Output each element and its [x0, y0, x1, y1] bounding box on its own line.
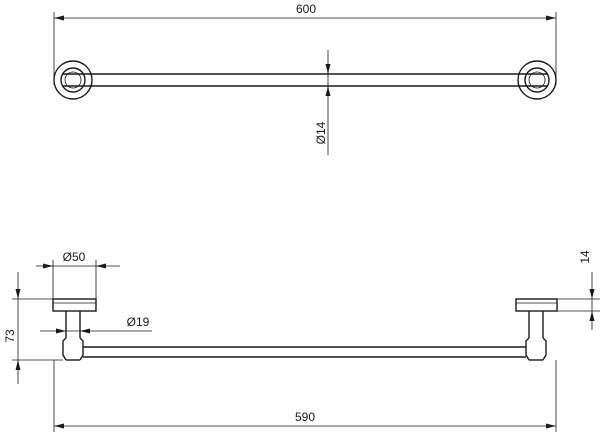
dimension-bar-diameter: Ø14	[314, 50, 331, 155]
label-rose-diameter: Ø50	[63, 250, 86, 264]
label-bar-diameter: Ø14	[314, 121, 328, 144]
left-post	[62, 311, 84, 361]
dimension-rose-diameter: Ø50	[36, 250, 120, 299]
dimension-projection: 73	[3, 272, 63, 384]
dimension-post-diameter: Ø19	[40, 315, 152, 334]
left-rose	[53, 60, 93, 100]
right-wall-rose	[515, 298, 558, 312]
left-wall-rose	[52, 298, 97, 312]
dimension-bar-length: 590	[53, 360, 557, 432]
front-view: Ø50 Ø19 73 14	[3, 250, 600, 432]
label-overall-length: 600	[296, 2, 316, 16]
label-projection: 73	[3, 329, 17, 343]
dimension-overall-length: 600	[53, 2, 557, 85]
top-view: 600 Ø14	[53, 2, 557, 155]
label-post-diameter: Ø19	[127, 315, 150, 329]
label-rose-thickness: 14	[578, 250, 592, 264]
dimension-rose-thickness: 14	[557, 250, 600, 330]
right-post	[525, 311, 547, 361]
right-rose	[517, 60, 557, 100]
towel-bar-front	[83, 346, 526, 358]
label-bar-length: 590	[295, 410, 315, 424]
towel-bar-top	[63, 73, 548, 87]
